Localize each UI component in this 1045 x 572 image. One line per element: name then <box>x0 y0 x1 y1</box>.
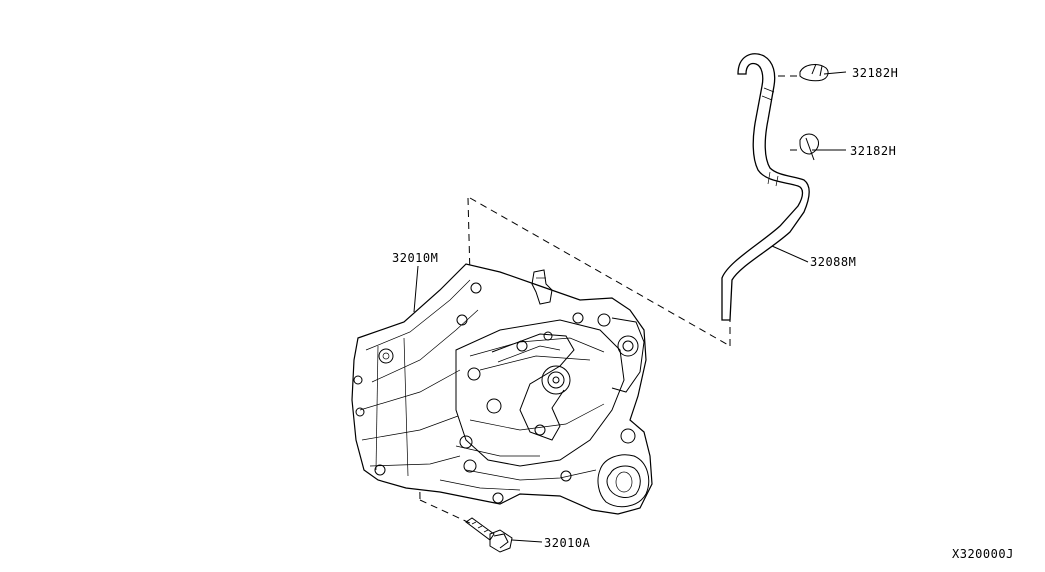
leader-32088M <box>771 245 809 263</box>
transaxle-assembly[interactable] <box>351 263 653 515</box>
dashed-alignment-lines <box>417 197 731 525</box>
clip-lower[interactable] <box>790 133 846 161</box>
diagram-code: X320000J <box>952 547 1014 561</box>
leader-32010M <box>413 265 419 313</box>
label-32088M: 32088M <box>810 255 856 269</box>
breather-hose[interactable] <box>721 53 810 321</box>
label-32182H-upper: 32182H <box>852 66 898 80</box>
label-32182H-lower: 32182H <box>850 144 896 158</box>
leader-32010A <box>511 539 543 543</box>
clip-upper[interactable] <box>778 63 847 82</box>
mounting-bolt[interactable] <box>465 517 513 553</box>
label-32010A: 32010A <box>544 536 591 550</box>
label-32010M: 32010M <box>392 251 438 265</box>
